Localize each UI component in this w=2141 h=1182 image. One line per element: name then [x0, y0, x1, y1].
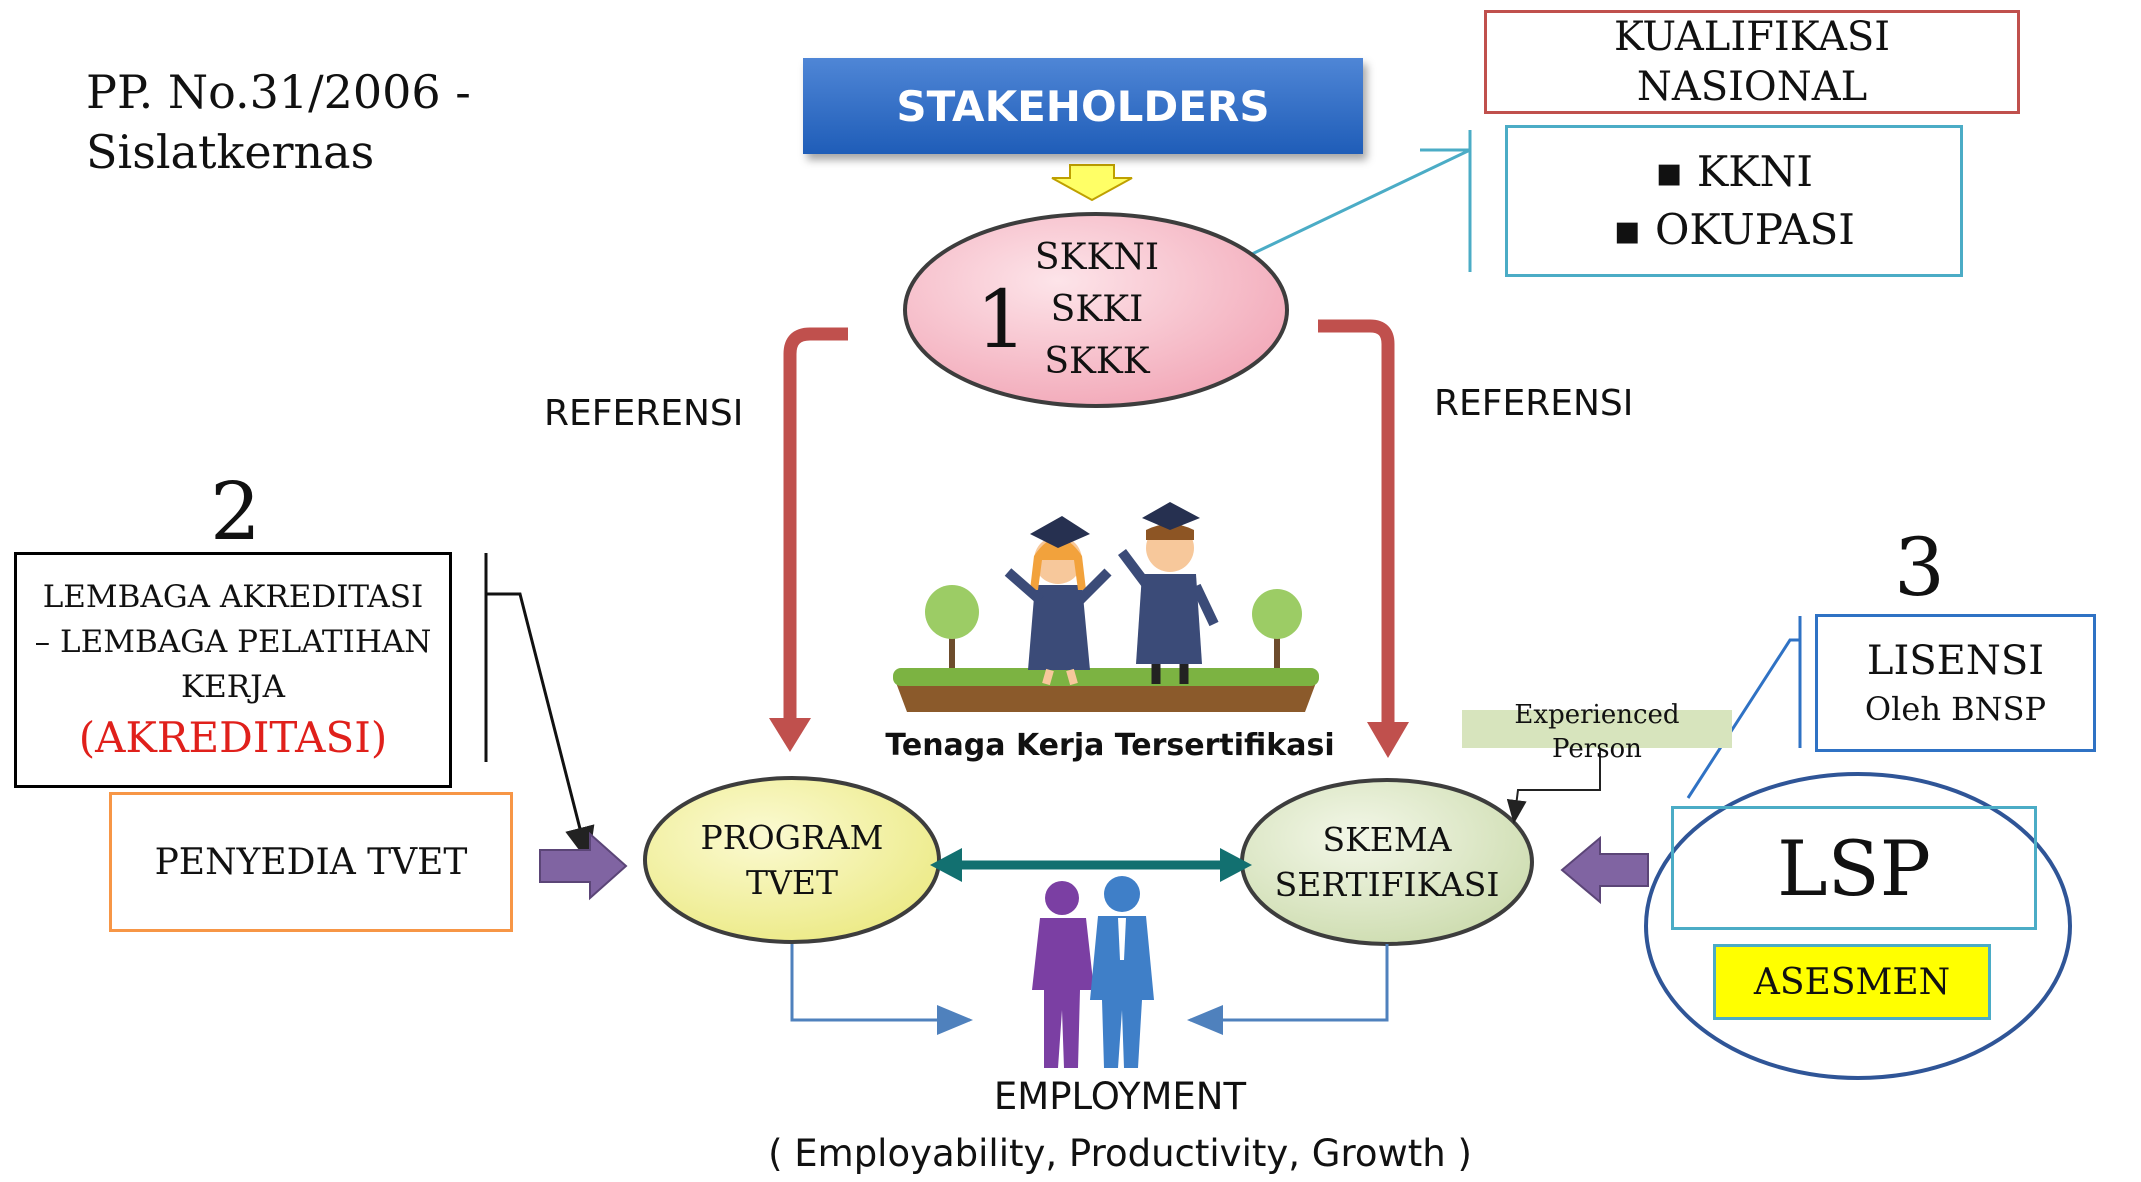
kkni-item: ▪ KKNI	[1655, 147, 1813, 196]
program-tvet-label: PROGRAM TVET	[700, 818, 884, 902]
skki-label: SKKI	[1050, 289, 1144, 330]
referensi-left-arrow	[783, 327, 848, 722]
referensi-right-arrow	[1318, 319, 1395, 726]
asesmen-box: ASESMEN	[1713, 944, 1991, 1020]
stakeholders-box: STAKEHOLDERS	[803, 58, 1363, 154]
employment-subtitle: ( Employability, Productivity, Growth )	[768, 1132, 1472, 1175]
title-line-2: Sislatkernas	[86, 125, 375, 179]
bullet-icon: ▪	[1613, 205, 1655, 254]
kualifikasi-box: KUALIFIKASI NASIONAL	[1484, 10, 2020, 114]
lsp-to-skema-arrow	[1560, 835, 1649, 905]
tagline: Tenaga Kerja Tersertifikasi	[885, 728, 1335, 763]
skema-sertifikasi-label: SKEMA SERTIFIKASI	[1274, 820, 1500, 904]
okupasi-item: ▪ OKUPASI	[1613, 205, 1855, 254]
page-title: PP. No.31/2006 - Sislatkernas	[86, 62, 471, 182]
skkni-labels: SKKNI SKKI SKKK	[1022, 232, 1172, 388]
experienced-box	[1462, 710, 1732, 748]
referensi-right-label: REFERENSI	[1434, 383, 1634, 424]
lembaga-akreditasi-box: LEMBAGA AKREDITASI – LEMBAGA PELATIHAN K…	[14, 552, 452, 788]
number-2: 2	[210, 465, 261, 558]
penyedia-to-tvet-arrow	[539, 831, 628, 901]
kualifikasi-line-1: KUALIFIKASI	[1613, 14, 1891, 60]
graduates-illustration	[893, 502, 1319, 712]
employment-label: EMPLOYMENT ( Employability, Productivity…	[760, 1068, 1480, 1182]
penyedia-tvet-box: PENYEDIA TVET	[109, 792, 513, 932]
lembaga-line-3: KERJA	[181, 668, 285, 705]
kkni-okupasi-box: ▪ KKNI ▪ OKUPASI	[1505, 125, 1963, 277]
kualifikasi-line-2: NASIONAL	[1636, 64, 1868, 110]
lisensi-subtitle: Oleh BNSP	[1864, 690, 2047, 728]
number-1: 1	[976, 273, 1027, 366]
number-3: 3	[1894, 521, 1945, 614]
lisensi-title: LISENSI	[1866, 638, 2045, 684]
bullet-icon: ▪	[1655, 147, 1697, 196]
skema-to-employment-arrow	[1187, 944, 1389, 1035]
referensi-left-arrowhead	[769, 718, 811, 752]
referensi-left-label: REFERENSI	[544, 393, 744, 434]
skkni-ellipse	[903, 212, 1289, 408]
referensi-right-arrowhead	[1367, 722, 1409, 758]
kkni-connector	[1251, 148, 1471, 256]
experienced-arrow	[1506, 750, 1601, 824]
stakeholder-down-arrow	[1051, 164, 1133, 202]
employment-title: EMPLOYMENT	[993, 1075, 1247, 1118]
lembaga-line-1: LEMBAGA AKREDITASI	[42, 578, 424, 615]
lsp-box: LSP	[1671, 806, 2037, 930]
lembaga-connector	[486, 592, 595, 863]
program-tvet-ellipse	[643, 776, 941, 944]
lisensi-box: LISENSI Oleh BNSP	[1815, 614, 2096, 752]
employment-people-icon	[1032, 876, 1154, 1068]
tvet-to-employment-arrow	[790, 944, 973, 1035]
akreditasi-label: (AKREDITASI)	[78, 712, 388, 762]
title-line-1: PP. No.31/2006 -	[86, 65, 471, 119]
experienced-label: Experienced Person	[1514, 700, 1680, 764]
skkk-label: SKKK	[1044, 341, 1150, 382]
lsp-circle	[1644, 772, 2072, 1080]
skkni-label: SKKNI	[1034, 237, 1160, 278]
lembaga-line-2: – LEMBAGA PELATIHAN	[34, 623, 432, 660]
